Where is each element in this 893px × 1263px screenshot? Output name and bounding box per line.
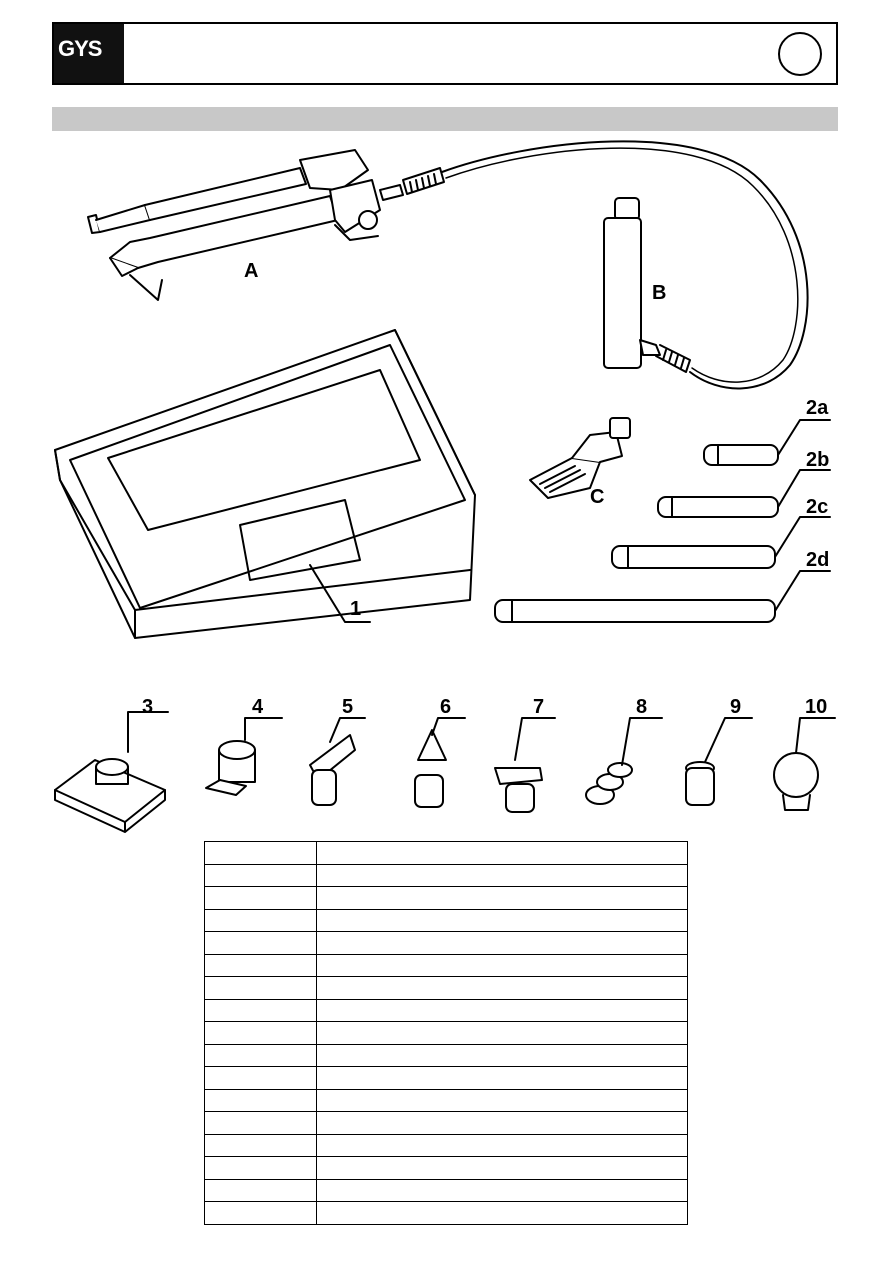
label-5: 5 (342, 696, 353, 718)
table-row (204, 1088, 688, 1112)
label-7: 7 (533, 696, 544, 718)
gys-logo: GYS (54, 24, 124, 83)
label-3: 3 (142, 696, 153, 718)
language-circle (778, 32, 822, 76)
table-row (204, 976, 688, 1000)
table-cell-description (316, 1021, 688, 1045)
table-row (204, 886, 688, 910)
table-row (204, 1111, 688, 1135)
spreader-c (529, 417, 631, 499)
label-b: B (652, 282, 666, 304)
table-cell-ref (204, 1178, 317, 1202)
table-cell-description (316, 886, 688, 910)
table-cell-description (316, 863, 688, 887)
label-2b: 2b (806, 449, 829, 471)
table-cell-ref (204, 1088, 317, 1112)
table-cell-description (316, 908, 688, 932)
table-cell-description (316, 1088, 688, 1112)
table-cell-description (316, 998, 688, 1022)
table-cell-ref (204, 1201, 317, 1225)
parts-table (204, 841, 688, 1225)
table-row (204, 1133, 688, 1157)
table-row (204, 841, 688, 865)
label-c: C (590, 486, 604, 508)
table-cell-ref (204, 1021, 317, 1045)
table-row (204, 1021, 688, 1045)
table-cell-description (316, 1111, 688, 1135)
table-row (204, 908, 688, 932)
serrated-head-8 (585, 717, 663, 805)
label-a: A (244, 260, 258, 282)
table-cell-ref (204, 931, 317, 955)
table-cell-description (316, 1178, 688, 1202)
carry-case-1 (54, 329, 476, 639)
table-cell-description (316, 1043, 688, 1067)
table-cell-ref (204, 1111, 317, 1135)
hydraulic-hose (441, 140, 809, 390)
label-1: 1 (350, 598, 361, 620)
table-cell-description (316, 1133, 688, 1157)
table-cell-ref (204, 998, 317, 1022)
table-cell-ref (204, 1156, 317, 1180)
table-cell-ref (204, 1066, 317, 1090)
table-row (204, 1066, 688, 1090)
table-row (204, 1043, 688, 1067)
wedge-head-5 (309, 717, 366, 806)
table-cell-description (316, 976, 688, 1000)
label-8: 8 (636, 696, 647, 718)
table-row (204, 953, 688, 977)
label-4: 4 (252, 696, 264, 718)
label-2c: 2c (806, 496, 828, 518)
label-2a: 2a (806, 397, 829, 419)
parts-illustration: A B C 1 2a 2b 2c 2d 3 4 5 6 7 8 9 10 (54, 140, 836, 833)
section-title-bar (52, 107, 838, 131)
table-row (204, 1156, 688, 1180)
table-row (204, 1201, 688, 1225)
table-cell-ref (204, 886, 317, 910)
table-cell-description (316, 1201, 688, 1225)
label-6: 6 (440, 696, 451, 718)
extension-2b (657, 469, 831, 518)
label-9: 9 (730, 696, 741, 718)
table-cell-ref (204, 841, 317, 865)
rubber-head-9 (685, 717, 753, 806)
table-cell-ref (204, 953, 317, 977)
label-10: 10 (805, 696, 827, 718)
table-cell-ref (204, 908, 317, 932)
table-cell-ref (204, 863, 317, 887)
table-cell-description (316, 953, 688, 977)
table-cell-ref (204, 1133, 317, 1157)
extension-2c (611, 516, 831, 569)
hydraulic-cylinder-b (603, 197, 691, 373)
ball-head-10 (773, 717, 836, 811)
table-row (204, 931, 688, 955)
extension-2d (494, 570, 831, 623)
table-row (204, 863, 688, 887)
label-2d: 2d (806, 549, 829, 571)
flat-base-3 (54, 711, 169, 833)
extension-2a (703, 419, 831, 466)
table-cell-description (316, 1066, 688, 1090)
chisel-head-6 (414, 717, 466, 808)
logo-text: GYS (58, 36, 102, 61)
table-cell-description (316, 1156, 688, 1180)
v-head-7 (494, 717, 556, 813)
table-cell-ref (204, 976, 317, 1000)
table-cell-description (316, 841, 688, 865)
ring-adapter-4 (205, 717, 283, 796)
page-header: GYS (52, 22, 838, 85)
table-row (204, 1178, 688, 1202)
table-row (204, 998, 688, 1022)
table-cell-description (316, 931, 688, 955)
table-cell-ref (204, 1043, 317, 1067)
hydraulic-pump-a (87, 149, 445, 301)
